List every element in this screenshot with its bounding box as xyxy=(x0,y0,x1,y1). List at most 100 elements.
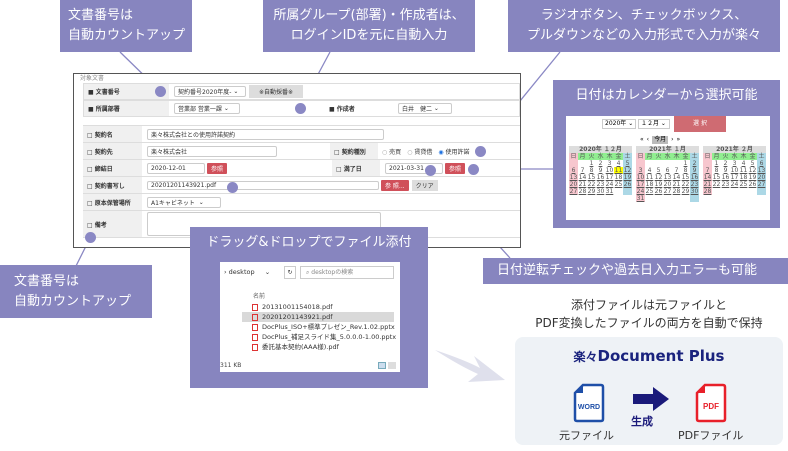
calendar-day[interactable]: 10 xyxy=(605,167,614,174)
calendar-day[interactable]: 22 xyxy=(681,181,690,188)
calendar-day[interactable]: 29 xyxy=(587,188,596,195)
calendar-day[interactable]: 5 xyxy=(750,160,755,167)
calendar-day[interactable]: 15 xyxy=(587,174,596,181)
calendar-day[interactable]: 9 xyxy=(723,167,728,174)
file-item[interactable]: 20131001154018.pdf xyxy=(242,302,394,312)
calendar-day[interactable]: 4 xyxy=(741,160,746,167)
select-button[interactable]: 選 択 xyxy=(674,116,726,132)
calendar-day[interactable]: 8 xyxy=(683,167,688,174)
search-input[interactable]: ⌕ desktopの検索 xyxy=(300,266,394,279)
refresh-icon[interactable]: ↻ xyxy=(284,266,296,279)
calendar-day[interactable]: 10 xyxy=(636,174,645,181)
end-date-ref-button[interactable]: 参照 xyxy=(445,162,466,174)
calendar-day[interactable]: 19 xyxy=(654,181,663,188)
sign-date-input[interactable]: 2020-12-01 xyxy=(147,162,205,174)
author-select[interactable]: 白井 健二 ⌄ xyxy=(398,103,452,114)
calendar-day[interactable]: 30 xyxy=(596,188,605,195)
calendar-day[interactable]: 10 xyxy=(730,167,739,174)
next-year-icon[interactable]: » xyxy=(676,136,681,143)
calendar-day[interactable]: 27 xyxy=(663,188,672,195)
sign-date-ref-button[interactable]: 参照 xyxy=(207,162,228,174)
calendar-day[interactable]: 16 xyxy=(596,174,605,181)
calendar-day[interactable]: 19 xyxy=(748,174,757,181)
calendar-day[interactable]: 29 xyxy=(681,188,690,195)
calendar-day[interactable]: 2 xyxy=(598,160,603,167)
radio-option[interactable]: ◉ 使用許諾 xyxy=(438,147,469,156)
calendar-day[interactable]: 14 xyxy=(672,174,681,181)
calendar-day[interactable]: 4 xyxy=(647,167,652,174)
calendar-day[interactable]: 12 xyxy=(623,167,632,174)
calendar-day[interactable]: 25 xyxy=(645,188,654,195)
calendar-day[interactable]: 27 xyxy=(569,188,578,195)
calendar-day[interactable]: 17 xyxy=(730,174,739,181)
calendar-day[interactable]: 18 xyxy=(645,181,654,188)
calendar-day[interactable]: 1 xyxy=(714,160,719,167)
radio-option[interactable]: ○ 賃貸借 xyxy=(407,147,432,156)
file-item[interactable]: DocPlus_補足スライド集_5.0.0.0-1.00.pptx xyxy=(242,332,396,342)
calendar-day[interactable]: 3 xyxy=(732,160,737,167)
calendar-day[interactable]: 14 xyxy=(703,174,712,181)
calendar-day[interactable]: 20 xyxy=(663,181,672,188)
calendar-day[interactable]: 16 xyxy=(690,174,699,181)
calendar-day[interactable]: 3 xyxy=(607,160,612,167)
calendar-day[interactable]: 24 xyxy=(730,181,739,188)
calendar-day[interactable]: 24 xyxy=(605,181,614,188)
end-date-input[interactable]: 2021-03-31 xyxy=(385,162,444,174)
prev-month-icon[interactable]: ‹ xyxy=(646,136,650,143)
calendar-day[interactable]: 21 xyxy=(578,181,587,188)
calendar-day[interactable]: 25 xyxy=(614,181,623,188)
calendar-day[interactable]: 20 xyxy=(757,174,766,181)
calendar-day[interactable]: 31 xyxy=(605,188,614,195)
calendar-day[interactable]: 12 xyxy=(654,174,663,181)
clear-button[interactable]: クリア xyxy=(411,179,438,191)
calendar-day[interactable]: 26 xyxy=(623,181,632,188)
calendar-day[interactable]: 1 xyxy=(683,160,688,167)
storage-select[interactable]: A1キャビネット ⌄ xyxy=(147,196,221,208)
calendar-day[interactable]: 7 xyxy=(703,167,712,174)
file-ref-button[interactable]: 参 照... xyxy=(381,179,409,191)
calendar-day[interactable]: 17 xyxy=(605,174,614,181)
radio-option[interactable]: ○ 売買 xyxy=(382,147,401,156)
calendar-day[interactable]: 15 xyxy=(681,174,690,181)
calendar-day[interactable]: 6 xyxy=(665,167,670,174)
calendar-day[interactable]: 6 xyxy=(757,160,766,167)
calendar-day[interactable]: 16 xyxy=(721,174,730,181)
calendar-day[interactable]: 13 xyxy=(757,167,766,174)
calendar-day[interactable]: 21 xyxy=(703,181,712,188)
calendar-day[interactable]: 2 xyxy=(723,160,728,167)
prev-year-icon[interactable]: « xyxy=(640,136,644,143)
calendar-day[interactable]: 1 xyxy=(589,160,594,167)
calendar-day[interactable]: 7 xyxy=(580,167,585,174)
details-view-icon[interactable] xyxy=(378,362,386,369)
calendar-day[interactable]: 7 xyxy=(674,167,679,174)
doc-number-select[interactable]: 契約番号2020年度- ⌄ xyxy=(174,86,246,97)
calendar-day[interactable]: 6 xyxy=(569,167,578,174)
calendar-day[interactable]: 11 xyxy=(739,167,748,174)
next-month-icon[interactable]: › xyxy=(671,136,674,143)
file-item[interactable]: 委託基本契約(AAA様).pdf xyxy=(242,342,394,352)
calendar-day[interactable]: 3 xyxy=(636,167,645,174)
calendar-day[interactable]: 28 xyxy=(703,188,712,195)
calendar-day[interactable]: 5 xyxy=(623,160,632,167)
calendar-day[interactable]: 28 xyxy=(578,188,587,195)
address-bar[interactable]: › desktop ⌄ xyxy=(224,268,271,276)
calendar-day[interactable]: 18 xyxy=(614,174,623,181)
calendar-day[interactable]: 30 xyxy=(690,188,699,195)
calendar-day[interactable]: 23 xyxy=(690,181,699,188)
calendar-day[interactable]: 24 xyxy=(636,188,645,195)
calendar-day[interactable]: 25 xyxy=(739,181,748,188)
contract-copy-input[interactable]: 20201201143921.pdf xyxy=(147,180,379,190)
year-select[interactable]: 2020年 ⌄ xyxy=(602,119,636,129)
this-month-button[interactable]: 今月 xyxy=(652,136,669,144)
party-input[interactable]: 楽々株式会社 xyxy=(147,145,277,157)
calendar-day[interactable]: 28 xyxy=(672,188,681,195)
calendar-day[interactable]: 9 xyxy=(690,167,699,174)
calendar-day[interactable]: 2 xyxy=(690,160,699,167)
calendar-day[interactable]: 8 xyxy=(589,167,594,174)
calendar-day[interactable]: 18 xyxy=(739,174,748,181)
auto-number-button[interactable]: ※自動採番※ xyxy=(249,85,304,98)
calendar-day[interactable]: 20 xyxy=(569,181,578,188)
calendar-day[interactable]: 27 xyxy=(757,181,766,188)
calendar-day[interactable]: 23 xyxy=(721,181,730,188)
calendar-day[interactable]: 31 xyxy=(636,195,645,202)
